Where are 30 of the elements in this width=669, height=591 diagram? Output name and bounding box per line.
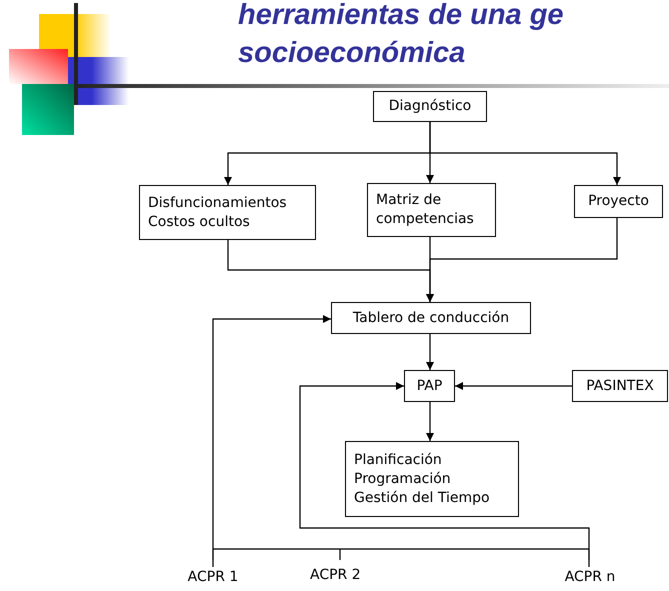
arrow <box>429 122 621 185</box>
timeline-label: ACPR 2 <box>310 567 361 583</box>
process-box <box>345 441 519 517</box>
arrow <box>299 382 590 567</box>
box-text: Gestión del Tiempo <box>354 488 490 508</box>
arrow <box>212 315 331 567</box>
box-text: Diagnóstico <box>388 97 472 116</box>
box-text: Matriz de competencias <box>376 191 475 229</box>
process-box <box>574 185 663 218</box>
box-text: Disfuncionamientos <box>148 194 287 212</box>
box-text: Programación <box>354 470 451 488</box>
arrow <box>426 218 618 302</box>
box-text: Tablero de conducción <box>352 308 510 328</box>
box-text: Costos ocultos <box>148 212 250 232</box>
process-box <box>331 302 531 334</box>
process-box <box>139 185 316 240</box>
box-text: PAP <box>416 376 442 396</box>
arrow <box>426 402 434 441</box>
box-text: PASINTEX <box>586 376 654 396</box>
box-text: Planificación <box>354 450 442 470</box>
timeline-label: ACPR n <box>558 567 622 587</box>
arrow <box>426 334 434 370</box>
process-box <box>572 370 668 402</box>
slide-title: herramientas de una ge socioeconómica <box>238 0 565 71</box>
timeline-label: ACPR 1 <box>183 567 243 587</box>
box-text: Proyecto <box>588 192 649 211</box>
process-box <box>367 183 496 237</box>
process-box <box>373 91 487 122</box>
process-box <box>404 370 455 402</box>
arrow <box>455 382 572 390</box>
